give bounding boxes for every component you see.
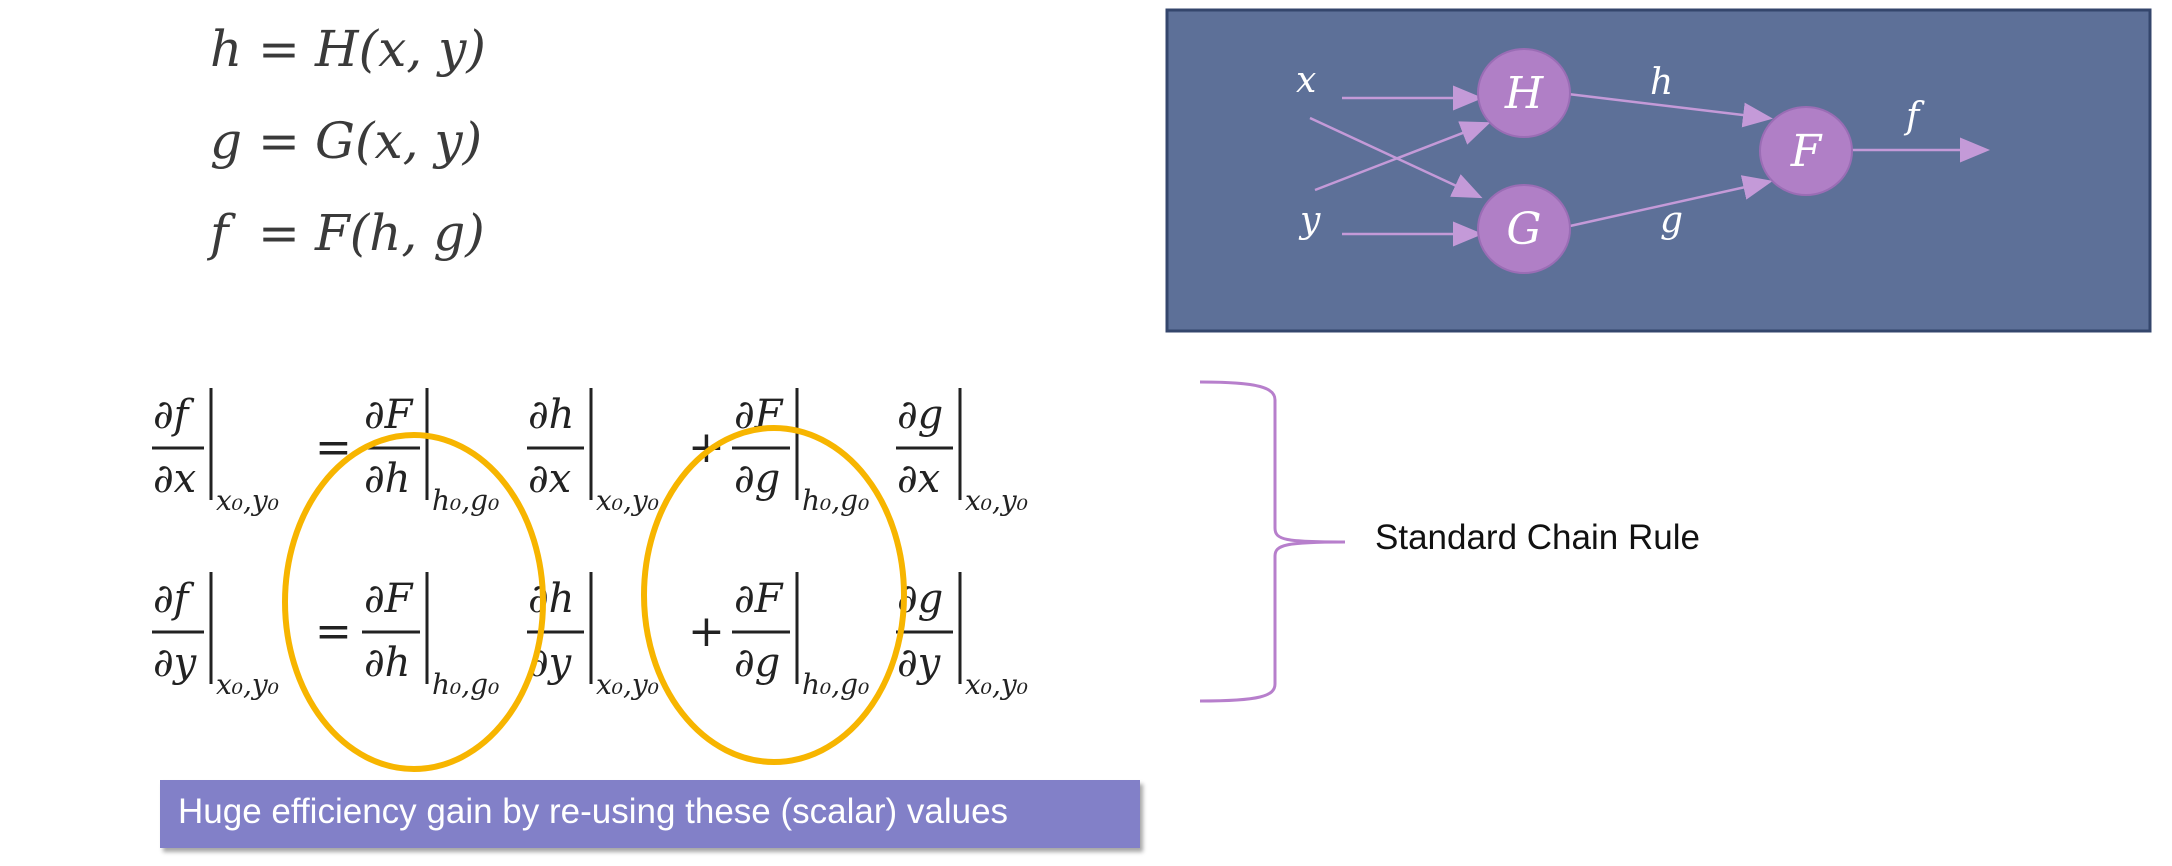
def-h-lhs: h: [210, 20, 242, 78]
row2-lhs-eval: x₀,y₀: [216, 668, 279, 701]
edge-h-label: h: [1650, 62, 1673, 103]
row1-t1-den: ∂h: [364, 456, 410, 502]
edge-x-G: [1309, 116, 1483, 199]
row2-plus: +: [688, 606, 725, 657]
row2-t4-eval: x₀,y₀: [965, 668, 1028, 701]
row2-equals: =: [315, 606, 352, 657]
node-F-label: F: [1790, 126, 1823, 177]
node-G: [1477, 184, 1571, 274]
input-x-label: x: [1296, 60, 1316, 101]
row1-t4-den: ∂x: [897, 456, 940, 502]
row2-t1-den: ∂h: [364, 640, 410, 686]
row2-lhs-den: ∂y: [153, 640, 198, 686]
edge-G-F: [1569, 175, 1773, 228]
chain-rule-label: Standard Chain Rule: [1375, 518, 1700, 557]
row1-t4-num: ∂g: [897, 392, 943, 438]
row1-t2-eval: x₀,y₀: [596, 484, 659, 517]
graph-panel: [1165, 8, 2152, 333]
node-G-label: G: [1506, 204, 1541, 255]
row1-lhs-num: ∂f: [153, 392, 195, 438]
node-H-label: H: [1504, 68, 1545, 119]
row1-t1-eval: h₀,g₀: [432, 484, 499, 517]
def-f-equals: =: [258, 204, 300, 262]
input-y-label: y: [1298, 200, 1321, 241]
edge-H-F: [1567, 92, 1773, 128]
row1-t1-num: ∂F: [364, 392, 414, 438]
chain-rule-equations: ∂f ∂x x₀,y₀ = ∂F ∂h h₀,g₀ ∂h ∂x x₀,y₀ + …: [152, 388, 1028, 701]
def-g-rhs: G(x, y): [315, 112, 482, 170]
row2-t1-eval: h₀,g₀: [432, 668, 499, 701]
def-g-lhs: g: [210, 112, 242, 170]
equation-row-2: ∂f ∂y x₀,y₀ = ∂F ∂h h₀,g₀ ∂h ∂y x₀,y₀ + …: [152, 572, 1028, 701]
row2-t2-eval: x₀,y₀: [596, 668, 659, 701]
def-h-rhs: H(x, y): [314, 20, 486, 78]
row1-equals: =: [315, 422, 352, 473]
row1-lhs-eval: x₀,y₀: [216, 484, 279, 517]
curly-brace: [1199, 380, 1346, 703]
def-f-lhs: f: [206, 204, 236, 262]
node-H: [1477, 48, 1571, 138]
row1-t4-eval: x₀,y₀: [965, 484, 1028, 517]
row2-t3-num: ∂F: [734, 576, 784, 622]
row2-t2-num: ∂h: [528, 576, 574, 622]
def-h-equals: =: [258, 20, 300, 78]
def-g-equals: =: [258, 112, 300, 170]
callout-text: Huge efficiency gain by re-using these (…: [178, 792, 1009, 831]
equation-row-1: ∂f ∂x x₀,y₀ = ∂F ∂h h₀,g₀ ∂h ∂x x₀,y₀ + …: [152, 388, 1028, 517]
edge-g-label: g: [1660, 200, 1683, 241]
row1-t3-den: ∂g: [734, 456, 780, 502]
edge-y-H: [1314, 121, 1491, 192]
computation-graph: H G F x y h g f: [1165, 8, 2152, 333]
node-F: [1759, 106, 1853, 196]
row1-t3-eval: h₀,g₀: [802, 484, 869, 517]
row1-t2-den: ∂x: [528, 456, 571, 502]
row2-t3-den: ∂g: [734, 640, 780, 686]
row2-lhs-num: ∂f: [153, 576, 195, 622]
highlight-ellipse-dF-dg: [641, 425, 907, 765]
row1-t2-num: ∂h: [528, 392, 574, 438]
highlight-ellipse-dF-dh: [282, 432, 546, 772]
row2-t1-num: ∂F: [364, 576, 414, 622]
def-f-rhs: F(h, g): [314, 204, 485, 262]
row1-lhs-den: ∂x: [153, 456, 196, 502]
row2-t4-den: ∂y: [897, 640, 942, 686]
efficiency-callout: Huge efficiency gain by re-using these (…: [160, 780, 1140, 848]
row2-t3-eval: h₀,g₀: [802, 668, 869, 701]
